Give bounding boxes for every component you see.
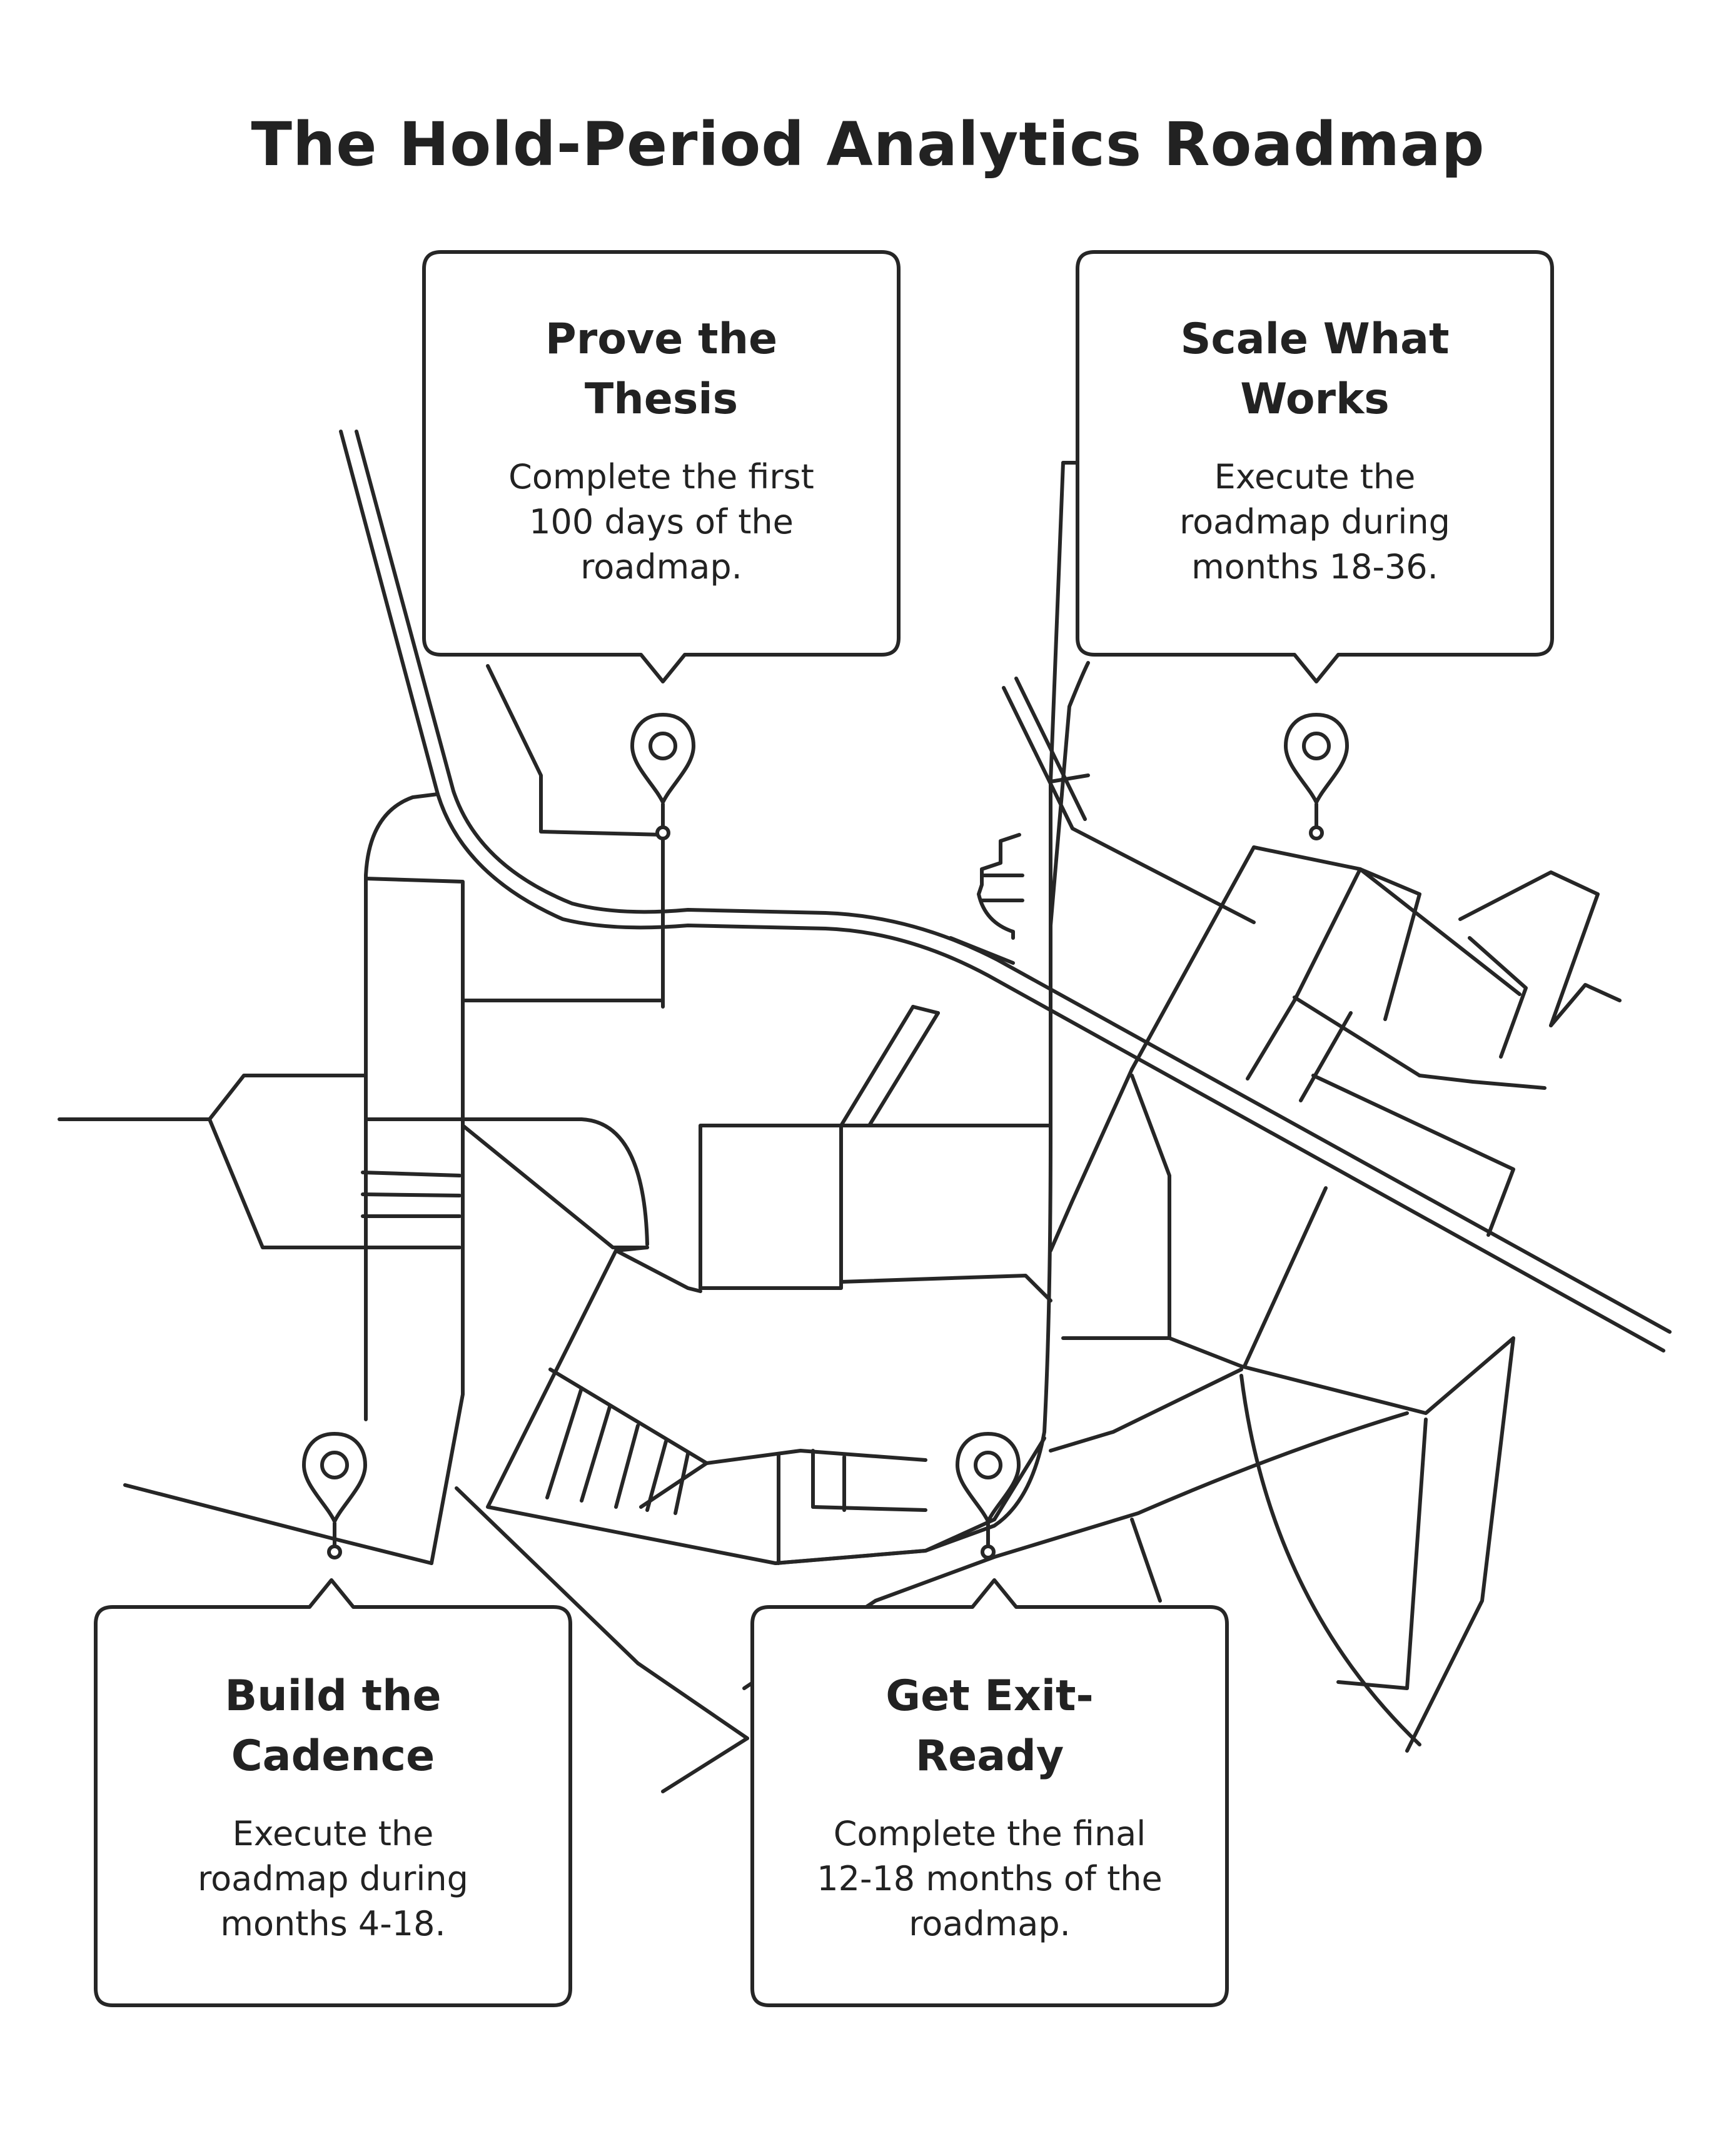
map-pin-icon [628,710,697,841]
stage-callout-prove-the-thesis: Prove the Thesis Complete the first 100 … [422,250,901,688]
map-pin-icon [954,1429,1022,1560]
stage-title: Get Exit-Ready [886,1671,1094,1781]
stage-callout-build-the-cadence: Build the Cadence Execute the roadmap du… [94,1573,572,2010]
stage-callout-scale-what-works: Scale What Works Execute the roadmap dur… [1076,250,1554,688]
stage-callout-get-exit-ready: Get Exit-Ready Complete the final 12-18 … [750,1573,1229,2010]
stage-title: Prove the Thesis [545,315,778,424]
stage-description: Execute the roadmap during months 18-36. [1179,457,1450,587]
page-title: The Hold-Period Analytics Roadmap [251,109,1485,179]
stage-title: Scale What Works [1180,315,1450,424]
map-pin-icon [1282,710,1351,841]
map-pin-icon [300,1429,369,1560]
stage-description: Complete the final 12-18 months of the r… [817,1814,1163,1943]
stage-description: Complete the first 100 days of the roadm… [508,457,814,587]
stage-title: Build the Cadence [225,1671,442,1781]
stage-description: Execute the roadmap during months 4-18. [198,1814,468,1943]
